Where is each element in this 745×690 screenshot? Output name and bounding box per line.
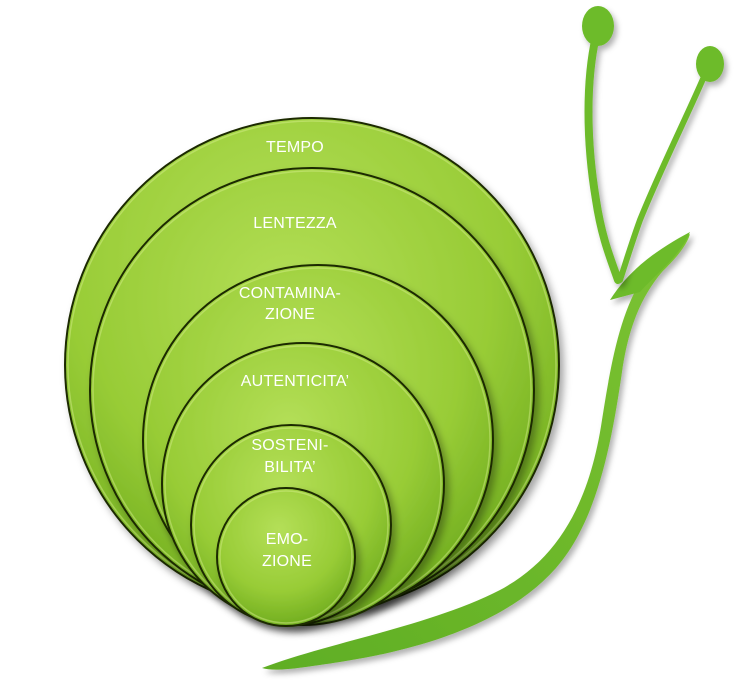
ring-emozione-highlight [219,490,353,624]
ring-emozione-label: EMO- [266,531,309,548]
shell-rings: TEMPO LENTEZZA CONTAMINA- ZIONE AUTENTICITA’… [64,117,560,627]
snail-head [610,232,690,300]
ring-contaminazione-label: CONTAMINA- [239,285,341,302]
ring-lentezza-label: LENTEZZA [253,215,337,232]
ring-contaminazione-label: ZIONE [265,306,315,323]
antenna-left-tip [582,6,614,46]
ring-emozione-label: ZIONE [262,553,312,570]
snail-body [262,232,690,670]
ring-sostenibilita-label: BILITA’ [264,459,316,476]
antenna-right [617,69,709,283]
ring-tempo-label: TEMPO [266,139,324,156]
antenna-left [584,32,622,284]
ring-autenticita-label: AUTENTICITA’ [241,373,349,390]
ring-emozione: EMO- ZIONE [216,487,356,627]
snail-antennae [582,6,724,284]
ring-emozione-circle [216,487,356,627]
ring-sostenibilita-label: SOSTENI- [251,437,328,454]
antenna-right-tip [696,46,724,82]
